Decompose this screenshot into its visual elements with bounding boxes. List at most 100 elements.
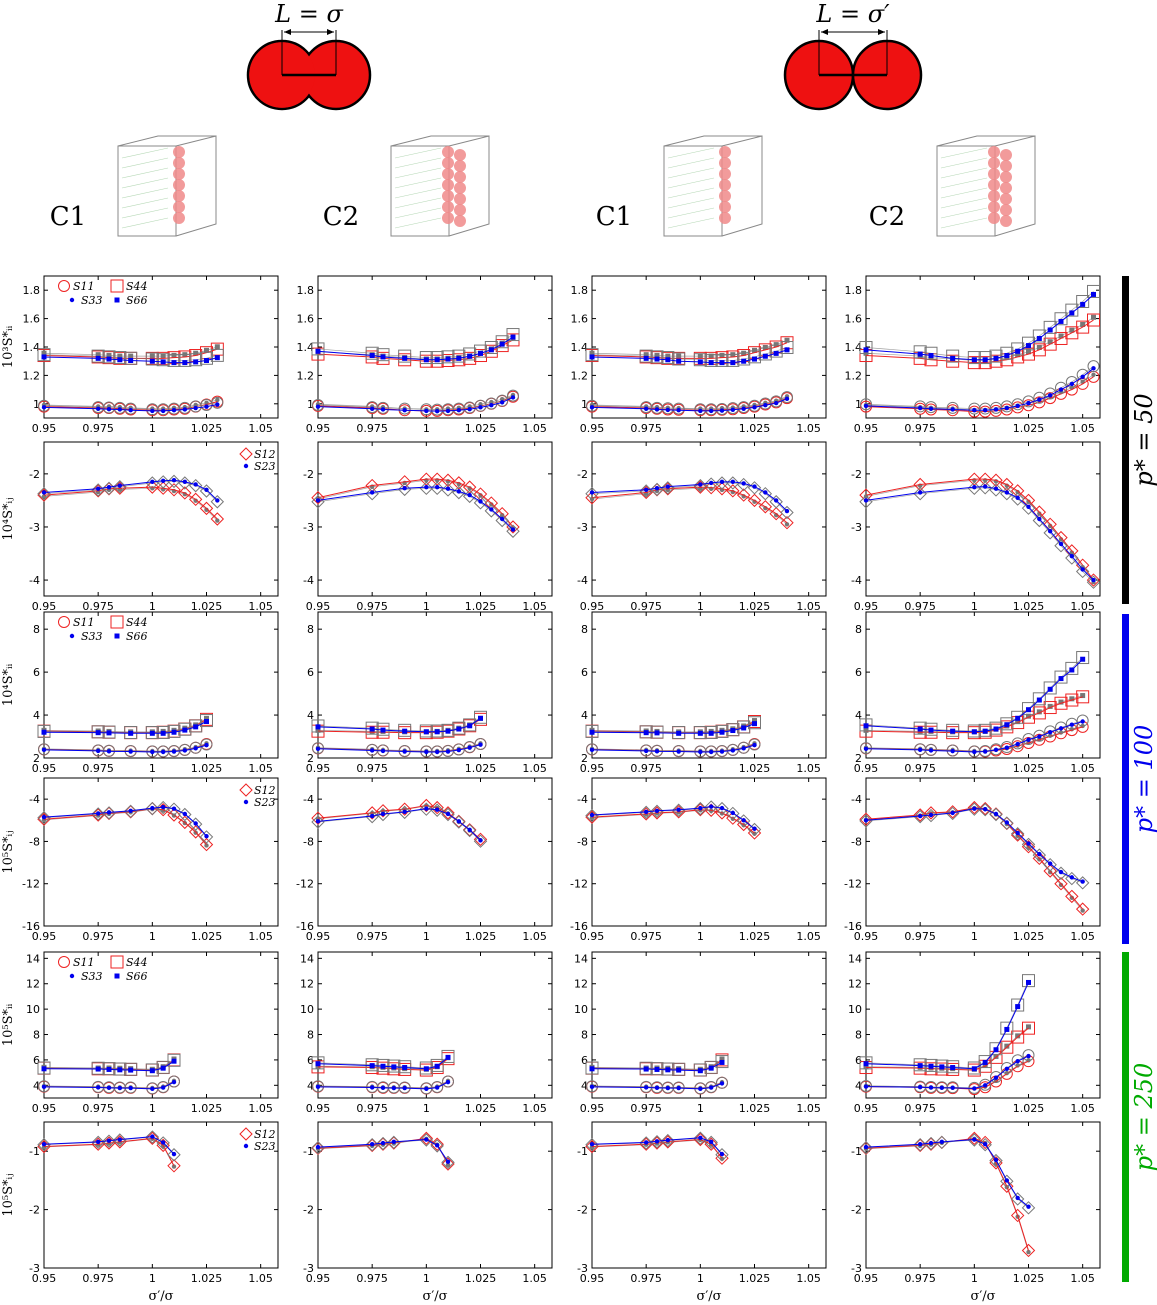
point-S23: [972, 806, 977, 811]
point-grey: [311, 1056, 325, 1070]
point-grey: [506, 524, 520, 538]
point-S23: [315, 819, 321, 824]
molecule-bead: [1000, 215, 1012, 227]
point-S23: [369, 813, 375, 819]
legend-label: S11: [73, 616, 95, 629]
point-S12: [167, 1159, 181, 1173]
x-tick-label: 0.95: [854, 1102, 879, 1115]
point-grey: [95, 352, 101, 358]
point-S23: [1004, 490, 1010, 495]
point-grey: [377, 401, 389, 414]
point-grey: [650, 350, 664, 364]
legend-label: S11: [73, 956, 95, 969]
point-S66: [41, 354, 47, 360]
point-S33: [708, 749, 714, 755]
series-S66: [863, 979, 1031, 1072]
x-tick-label: 1: [149, 1102, 156, 1115]
point-grey: [1032, 329, 1046, 343]
point-S12: [1054, 877, 1068, 891]
point-S66: [773, 350, 779, 356]
point-S66: [478, 715, 483, 721]
point-grey: [189, 741, 202, 754]
header-left-label: L = σ: [274, 0, 343, 28]
legend-label: S44: [126, 280, 148, 293]
point-grey: [967, 351, 981, 365]
point-grey: [1091, 314, 1096, 320]
x-tick-label: 1.025: [191, 600, 223, 613]
point-grey: [37, 1138, 51, 1152]
point-S33: [982, 1083, 988, 1088]
y-tick-label: 14: [574, 952, 588, 965]
series-S12: [37, 480, 225, 526]
point-S66: [214, 355, 220, 361]
point-S23: [434, 1143, 440, 1148]
point-S23: [993, 811, 999, 817]
point-S23: [1080, 879, 1085, 884]
y-tick-label: -16: [570, 920, 588, 933]
point-grey: [156, 475, 170, 489]
point-grey: [204, 843, 209, 848]
point-grey: [1086, 575, 1101, 589]
series-line: [865, 658, 1084, 733]
point-grey: [1010, 1192, 1025, 1206]
point-grey: [726, 723, 740, 737]
point-grey: [397, 805, 412, 820]
point-S23: [489, 507, 494, 512]
x-tick-label: 0.95: [580, 600, 605, 613]
point-S66: [456, 726, 462, 732]
point-S66: [697, 730, 703, 736]
x-tick-label: 1.025: [465, 600, 497, 613]
point-grey: [705, 1081, 718, 1094]
x-tick-label: 1: [423, 762, 430, 775]
point-grey: [200, 714, 213, 728]
pressure-bar: [1122, 614, 1129, 944]
point-grey: [1033, 729, 1046, 742]
point-S33: [784, 396, 790, 402]
point-grey: [37, 1061, 51, 1075]
point-S23: [708, 480, 714, 486]
y-tick-label: -16: [296, 920, 314, 933]
point-S33: [1047, 730, 1053, 735]
point-grey: [1021, 1201, 1036, 1215]
point-grey: [398, 349, 412, 363]
point-grey: [913, 721, 927, 735]
point-S23: [1015, 495, 1020, 500]
header-right-label: L = σ′: [815, 0, 890, 28]
point-grey: [113, 1133, 127, 1147]
point-S33: [1091, 366, 1096, 371]
x-tick-label: 0.975: [82, 1272, 114, 1285]
point-grey: [495, 513, 509, 528]
pressure-bar: [1122, 276, 1129, 604]
point-S23: [643, 1140, 649, 1145]
point-S23: [456, 819, 462, 824]
x-tick-label: 0.95: [854, 600, 879, 613]
point-grey: [665, 353, 671, 359]
molecule-bead: [173, 179, 185, 191]
series-S44-grey: [41, 344, 220, 359]
x-tick-label: 1.025: [191, 422, 223, 435]
point-S66: [434, 357, 440, 363]
point-S12: [188, 492, 203, 507]
point-grey: [1069, 895, 1075, 900]
point-grey: [654, 352, 660, 358]
point-S66: [402, 355, 408, 361]
point-S12: [1000, 1179, 1014, 1193]
point-S23: [445, 486, 451, 491]
point-S66: [917, 1063, 923, 1069]
x-tick-label: 0.975: [904, 762, 936, 775]
cube-lattice-line: [394, 147, 442, 159]
cube-lattice-line: [940, 197, 988, 209]
molecule-bead: [442, 179, 454, 191]
series-S33-grey: [38, 1075, 180, 1095]
cube-lattice-line: [121, 167, 169, 179]
point-S33: [160, 749, 166, 755]
point-S66: [676, 730, 682, 736]
y-tick-label: 4: [307, 1079, 314, 1092]
series-line-grey: [317, 717, 481, 732]
point-S66: [589, 354, 595, 360]
legend-marker: [243, 799, 249, 805]
point-S66: [488, 347, 494, 353]
point-S23: [1004, 1178, 1010, 1183]
